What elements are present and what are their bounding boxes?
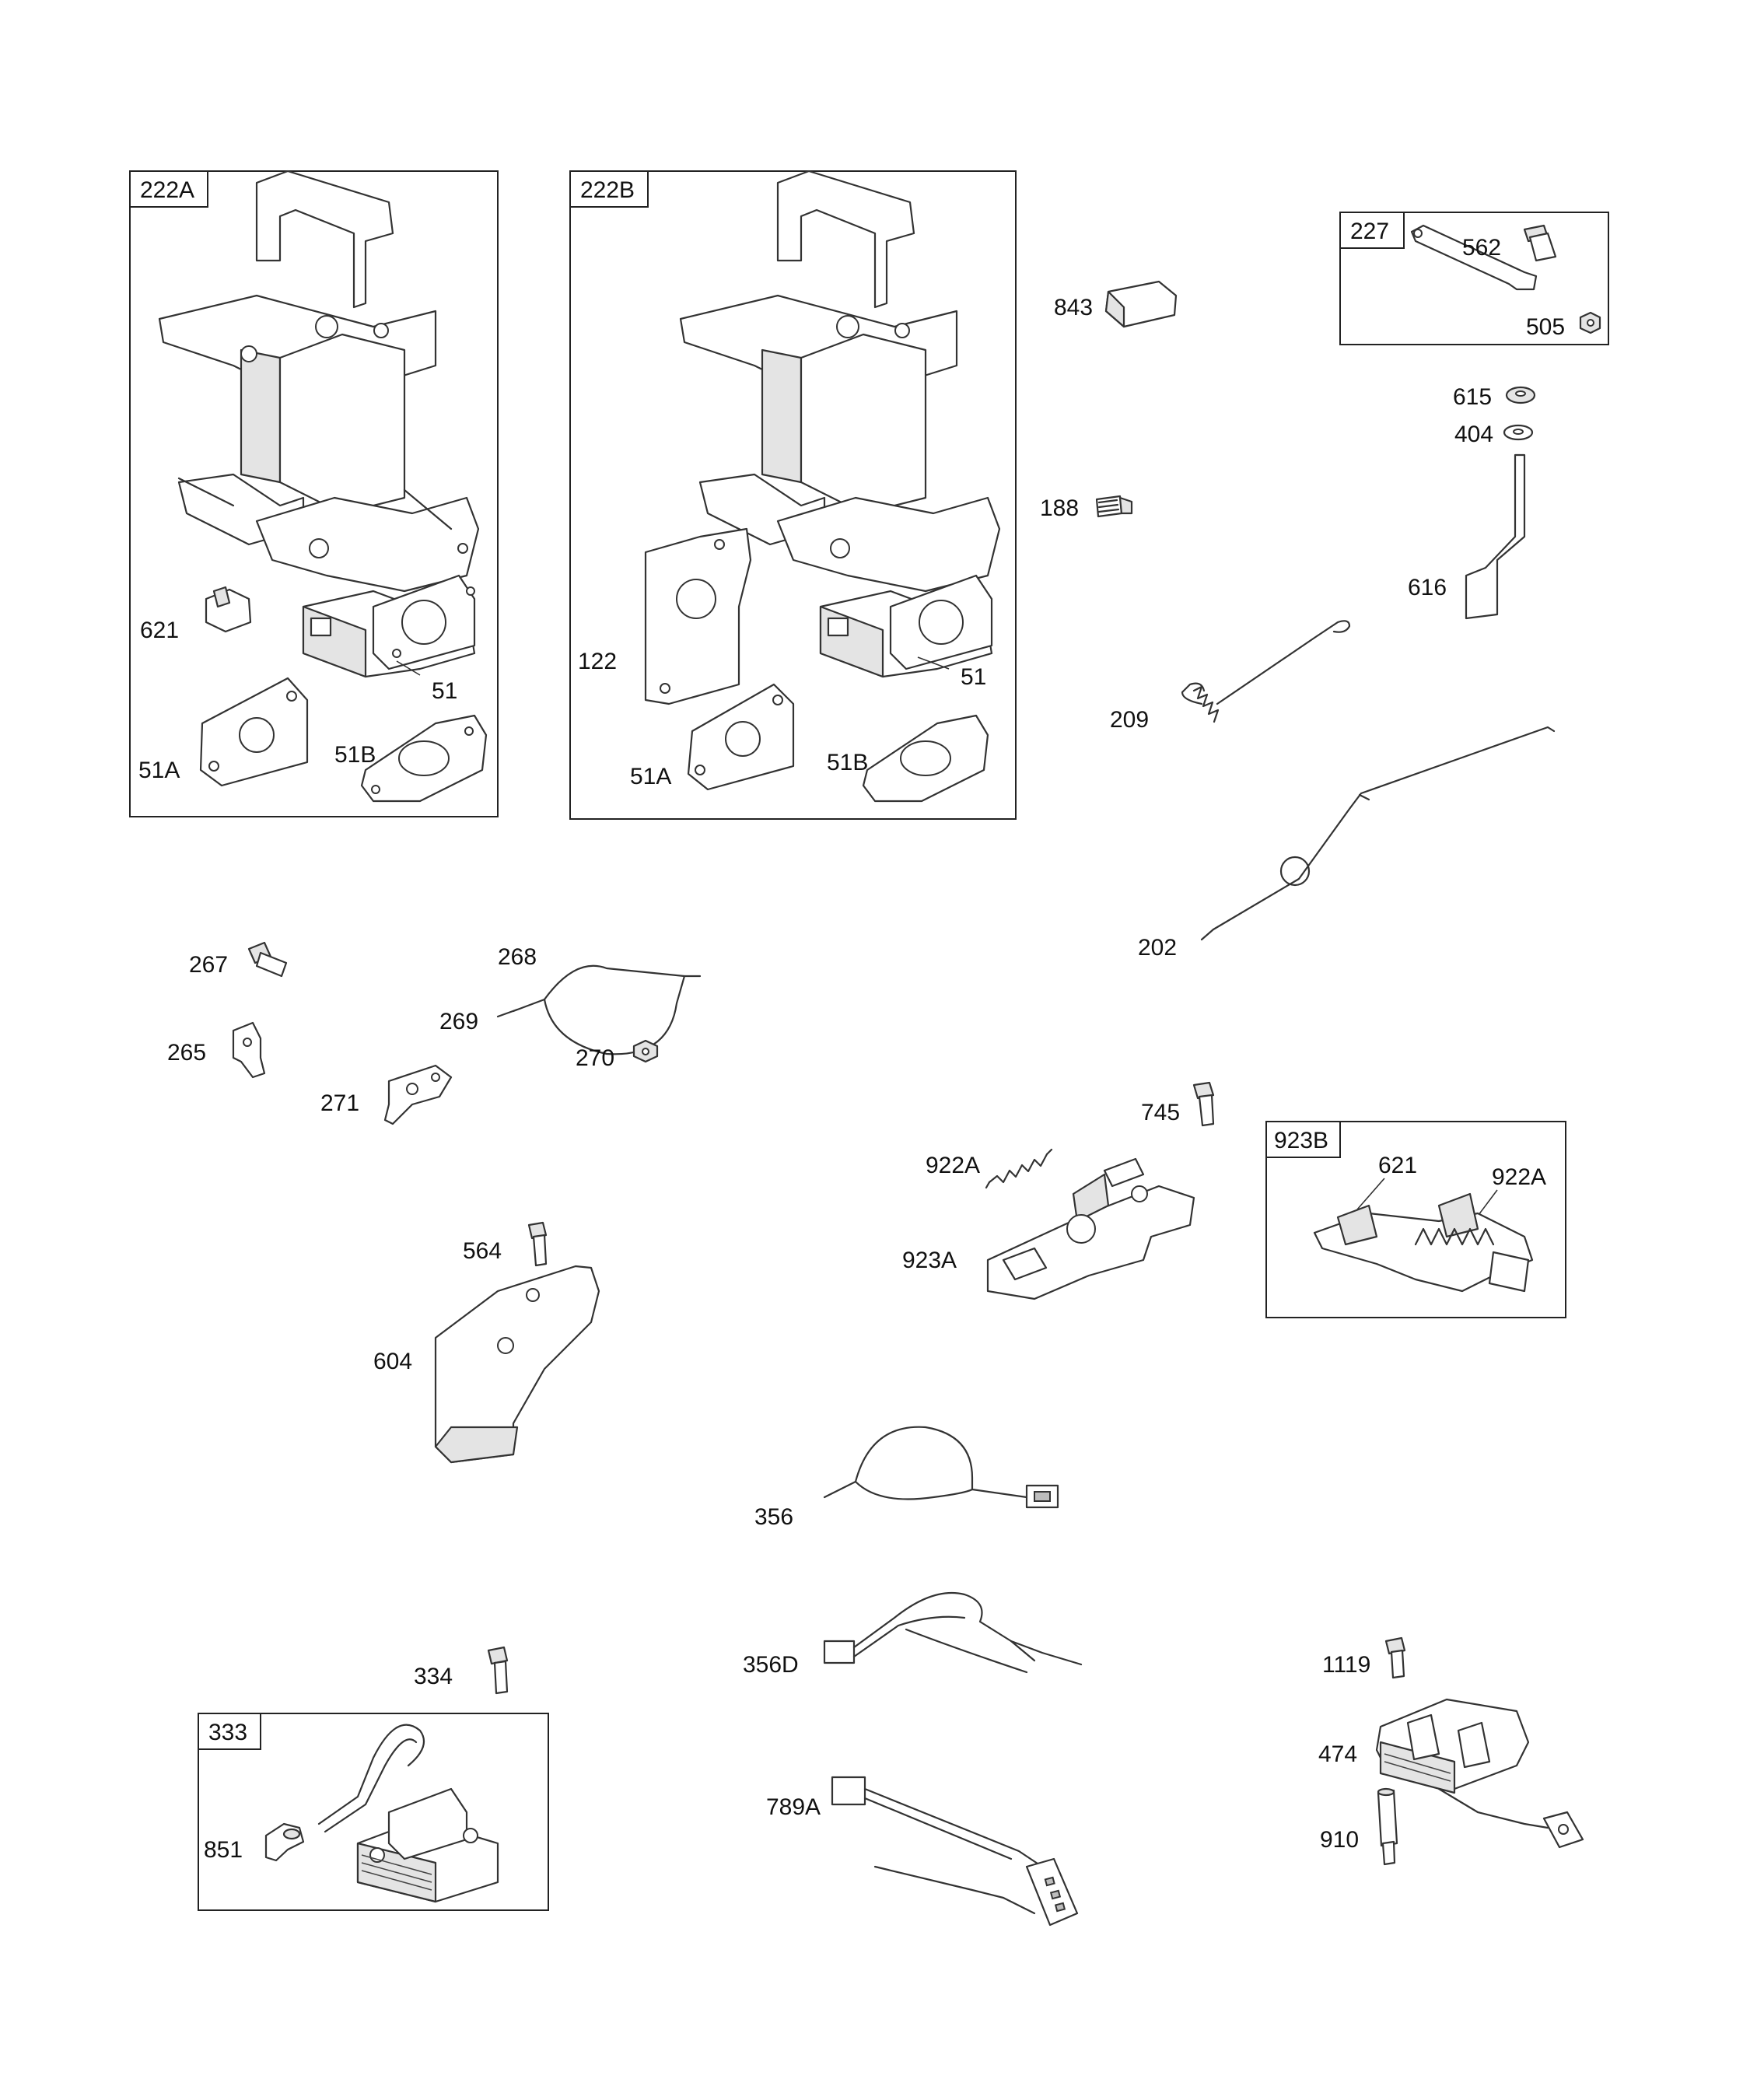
callout-227-562: 562 (1462, 235, 1501, 261)
callout-922a: 922A (926, 1153, 980, 1178)
callout-1119: 1119 (1322, 1652, 1370, 1678)
shroud-604-drawing (434, 1265, 600, 1464)
callout-271: 271 (320, 1090, 359, 1116)
lever-562-drawing (1410, 224, 1538, 291)
callout-222b-51b: 51B (827, 750, 868, 775)
nut-615-drawing (1505, 386, 1536, 404)
kit-227-frame (1339, 212, 1609, 345)
clip-621-drawing (205, 586, 252, 633)
callout-267: 267 (189, 952, 228, 978)
kit-923b: 923B 621 922A (1265, 1121, 1566, 1318)
callout-404: 404 (1454, 422, 1493, 447)
callout-910: 910 (1320, 1827, 1359, 1853)
kit-227: 227 562 505 (1339, 212, 1609, 345)
kit-222a-tag-box (129, 170, 208, 208)
control-bracket-51-drawing (158, 170, 480, 678)
spring-922a-drawing (985, 1148, 1053, 1189)
wire-356-drawing (823, 1426, 1059, 1509)
kit-923b-tag-box (1265, 1121, 1341, 1158)
washer-404-drawing (1503, 424, 1534, 441)
callout-789a: 789A (766, 1794, 821, 1820)
kit-333: 333 851 (198, 1713, 549, 1911)
callout-222a-51: 51 (432, 678, 457, 704)
connector-851-drawing (264, 1822, 305, 1862)
spacer-910-drawing (1377, 1787, 1398, 1866)
callout-615: 615 (1453, 384, 1492, 410)
callout-222b-51: 51 (961, 664, 986, 690)
callout-222a-621: 621 (140, 618, 179, 643)
callout-334: 334 (414, 1664, 453, 1689)
kit-222a-tag: 222A (140, 177, 194, 203)
callout-222a-51a: 51A (138, 758, 180, 783)
part-843-drawing (1104, 280, 1178, 328)
kit-222b-tag: 222B (580, 177, 635, 203)
screw-267-drawing (247, 941, 288, 978)
callout-209: 209 (1110, 707, 1149, 733)
gasket-51a-b-drawing (687, 683, 795, 791)
kit-222b: 222B 51 122 (569, 170, 1017, 820)
callout-222b-122: 122 (578, 649, 617, 674)
callout-222b-51a: 51A (630, 764, 671, 789)
control-plate-923a-drawing (986, 1157, 1195, 1300)
control-assembly-923b-drawing (1313, 1192, 1534, 1293)
cable-268-drawing (496, 964, 702, 1055)
callout-227-505: 505 (1526, 314, 1565, 340)
callout-851: 851 (204, 1837, 243, 1863)
callout-265: 265 (167, 1040, 206, 1066)
nut-270-drawing (632, 1039, 659, 1063)
screw-562-drawing (1523, 224, 1557, 262)
callout-268: 268 (498, 944, 537, 970)
callout-923b-922a: 922A (1492, 1164, 1546, 1190)
callout-202: 202 (1138, 935, 1177, 961)
callout-269: 269 (439, 1009, 478, 1034)
plate-122-drawing (644, 527, 752, 705)
kit-333-frame (198, 1713, 549, 1911)
callout-604: 604 (373, 1349, 412, 1374)
kit-923b-tag: 923B (1274, 1128, 1328, 1153)
callout-188: 188 (1040, 495, 1079, 521)
callout-356: 356 (754, 1504, 793, 1530)
nut-505-drawing (1579, 311, 1601, 334)
rod-202-drawing (1200, 726, 1556, 941)
kit-222a-frame (129, 170, 499, 817)
screw-745-drawing (1192, 1081, 1215, 1127)
screw-564-drawing (527, 1221, 548, 1267)
bracket-271-drawing (383, 1064, 453, 1125)
callout-923a: 923A (902, 1248, 957, 1273)
harness-789a-drawing (831, 1776, 1079, 1927)
screw-188-drawing (1095, 495, 1133, 518)
callout-222a-51b: 51B (334, 742, 376, 768)
callout-745: 745 (1141, 1100, 1180, 1125)
kit-227-tag-box (1339, 212, 1405, 249)
shaft-616-drawing (1465, 453, 1526, 620)
callout-270: 270 (576, 1045, 614, 1071)
kit-222a: 222A 51 (129, 170, 499, 817)
callout-474: 474 (1318, 1741, 1357, 1767)
kit-923b-frame (1265, 1121, 1566, 1318)
callout-356d: 356D (743, 1652, 799, 1678)
callout-923b-621: 621 (1378, 1153, 1417, 1178)
bracket-265-drawing (232, 1021, 266, 1079)
gasket-51b-b-drawing (862, 714, 989, 803)
spring-209-drawing (1181, 620, 1351, 723)
kit-227-tag: 227 (1350, 219, 1389, 244)
kit-333-tag: 333 (208, 1720, 247, 1745)
screw-334-drawing (487, 1646, 509, 1695)
gasket-51b-drawing (360, 714, 488, 803)
armature-474-drawing (1375, 1698, 1584, 1849)
callout-616: 616 (1408, 575, 1447, 600)
kit-222b-frame (569, 170, 1017, 820)
armature-333-drawing (317, 1724, 499, 1903)
gasket-51a-drawing (199, 677, 309, 787)
harness-356d-drawing (823, 1591, 1083, 1674)
callout-564: 564 (463, 1238, 502, 1264)
screw-1119-drawing (1384, 1636, 1406, 1679)
control-bracket-51-b-drawing (679, 170, 1001, 678)
kit-222b-tag-box (569, 170, 649, 208)
callout-843: 843 (1054, 295, 1093, 320)
kit-333-tag-box (198, 1713, 261, 1750)
